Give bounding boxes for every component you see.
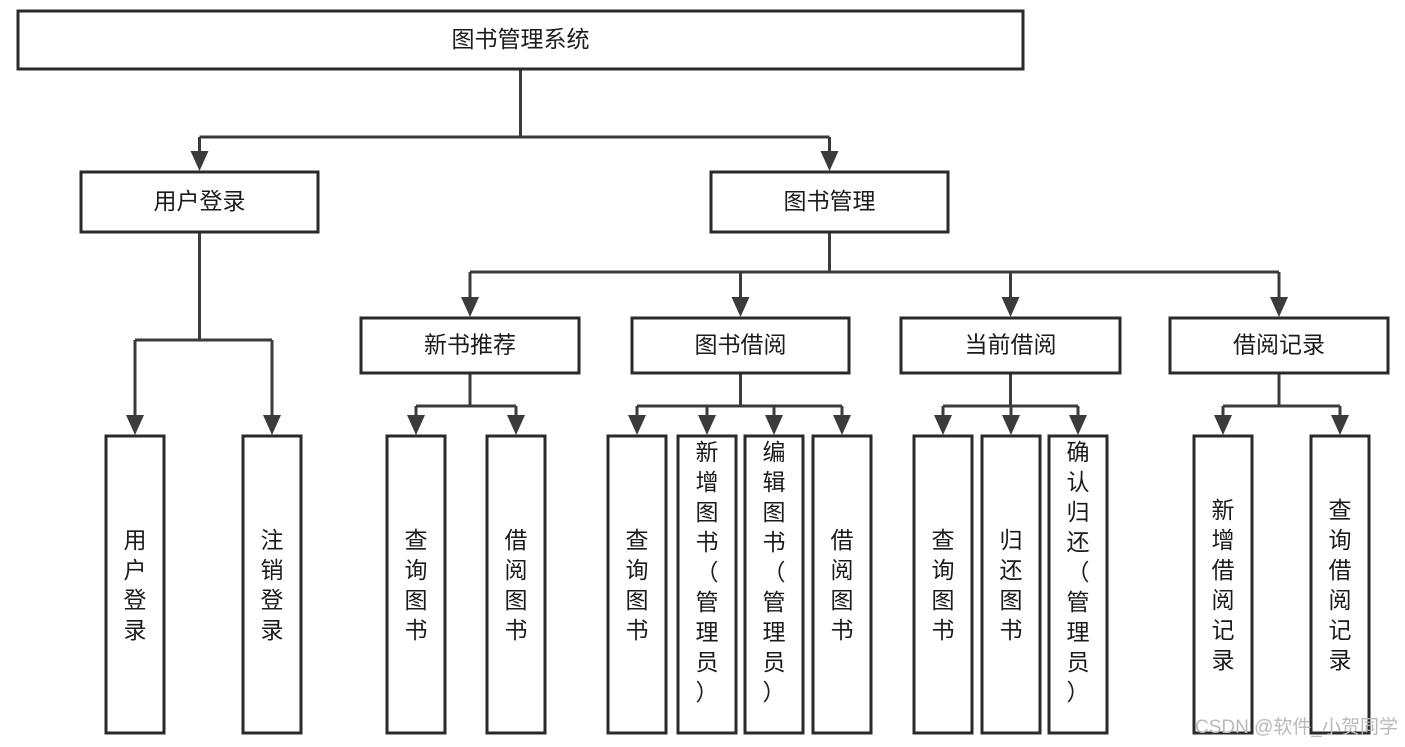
node-label-leaf-query-book-current: 查询图书 xyxy=(932,527,955,643)
node-box-new-book-recommend xyxy=(359,316,581,375)
node-box-leaf-borrow-book xyxy=(811,434,873,735)
node-leaf-query-borrow-record[interactable]: 查询借阅记录 xyxy=(1309,434,1371,735)
connectors-layer xyxy=(126,69,1349,435)
node-leaf-add-borrow-record[interactable]: 新增借阅记录 xyxy=(1192,434,1254,735)
node-book-manage[interactable]: 图书管理 xyxy=(709,170,950,234)
node-box-leaf-user-login xyxy=(104,434,166,735)
book-borrow-arrow-2 xyxy=(765,415,783,435)
node-box-leaf-query-book-recommend xyxy=(385,434,447,735)
node-leaf-query-book-current[interactable]: 查询图书 xyxy=(912,434,974,735)
node-leaf-borrow-book[interactable]: 借阅图书 xyxy=(811,434,873,735)
node-label-leaf-edit-book-admin: 编辑图书（管理员） xyxy=(763,439,786,705)
node-label-leaf-return-book: 归还图书 xyxy=(1000,527,1023,643)
node-box-book-borrow xyxy=(630,316,851,375)
node-leaf-add-book-admin[interactable]: 新增图书（管理员） xyxy=(676,434,738,735)
node-box-leaf-user-logout xyxy=(241,434,303,735)
node-label-new-book-recommend: 新书推荐 xyxy=(424,332,516,358)
node-box-leaf-query-book-borrow xyxy=(606,434,668,735)
node-label-leaf-query-book-recommend: 查询图书 xyxy=(405,527,428,643)
node-label-leaf-add-borrow-record: 新增借阅记录 xyxy=(1212,497,1235,673)
book-borrow-arrow-3 xyxy=(833,415,851,435)
node-leaf-edit-book-admin[interactable]: 编辑图书（管理员） xyxy=(743,434,805,735)
node-label-leaf-borrow-book-recommend: 借阅图书 xyxy=(505,527,528,643)
book-manage-arrow-0 xyxy=(461,297,479,317)
node-label-current-borrow: 当前借阅 xyxy=(965,332,1057,358)
node-box-user-login xyxy=(79,170,320,234)
book-manage-arrow-3 xyxy=(1270,297,1288,317)
node-borrow-record[interactable]: 借阅记录 xyxy=(1168,316,1390,375)
node-label-book-manage: 图书管理 xyxy=(784,188,876,214)
node-box-leaf-borrow-book-recommend xyxy=(485,434,547,735)
node-user-login[interactable]: 用户登录 xyxy=(79,170,320,234)
nodes-layer: 图书管理系统用户登录图书管理新书推荐图书借阅当前借阅借阅记录用户登录注销登录查询… xyxy=(16,9,1390,735)
book-borrow-arrow-0 xyxy=(628,415,646,435)
new-book-recommend-arrow-1 xyxy=(507,415,525,435)
book-manage-arrow-2 xyxy=(1001,297,1020,317)
node-box-leaf-return-book xyxy=(980,434,1042,735)
node-leaf-user-login[interactable]: 用户登录 xyxy=(104,434,166,735)
node-label-leaf-query-borrow-record: 查询借阅记录 xyxy=(1329,497,1352,673)
node-box-leaf-add-book-admin xyxy=(676,434,738,735)
node-box-leaf-query-book-current xyxy=(912,434,974,735)
node-box-leaf-edit-book-admin xyxy=(743,434,805,735)
node-box-root xyxy=(16,9,1025,71)
book-borrow-arrow-1 xyxy=(698,415,716,435)
node-box-borrow-record xyxy=(1168,316,1390,375)
node-leaf-return-book[interactable]: 归还图书 xyxy=(980,434,1042,735)
node-box-leaf-query-borrow-record xyxy=(1309,434,1371,735)
current-borrow-arrow-1 xyxy=(1002,415,1020,435)
node-new-book-recommend[interactable]: 新书推荐 xyxy=(359,316,581,375)
borrow-record-arrow-1 xyxy=(1331,415,1349,435)
node-book-borrow[interactable]: 图书借阅 xyxy=(630,316,851,375)
root-arrow-0 xyxy=(190,151,209,171)
node-current-borrow[interactable]: 当前借阅 xyxy=(899,316,1122,375)
borrow-record-arrow-0 xyxy=(1214,415,1232,435)
node-box-book-manage xyxy=(709,170,950,234)
new-book-recommend-arrow-0 xyxy=(407,415,425,435)
node-box-leaf-confirm-return-admin xyxy=(1047,434,1109,735)
node-label-book-borrow: 图书借阅 xyxy=(695,332,787,358)
node-leaf-borrow-book-recommend[interactable]: 借阅图书 xyxy=(485,434,547,735)
node-root[interactable]: 图书管理系统 xyxy=(16,9,1025,71)
node-leaf-query-book-borrow[interactable]: 查询图书 xyxy=(606,434,668,735)
node-label-leaf-add-book-admin: 新增图书（管理员） xyxy=(696,439,719,705)
node-leaf-confirm-return-admin[interactable]: 确认归还（管理员） xyxy=(1047,434,1109,735)
node-label-leaf-user-logout: 注销登录 xyxy=(261,527,284,643)
node-label-root: 图书管理系统 xyxy=(452,26,590,52)
node-leaf-query-book-recommend[interactable]: 查询图书 xyxy=(385,434,447,735)
node-label-leaf-confirm-return-admin: 确认归还（管理员） xyxy=(1067,439,1090,705)
user-login-arrow-0 xyxy=(126,415,144,435)
node-label-leaf-query-book-borrow: 查询图书 xyxy=(626,527,649,643)
node-label-borrow-record: 借阅记录 xyxy=(1233,332,1325,358)
node-box-current-borrow xyxy=(899,316,1122,375)
current-borrow-arrow-2 xyxy=(1069,415,1087,435)
node-label-user-login: 用户登录 xyxy=(154,188,246,214)
book-manage-arrow-1 xyxy=(731,297,750,317)
root-arrow-1 xyxy=(820,151,839,171)
current-borrow-arrow-0 xyxy=(934,415,952,435)
node-label-leaf-borrow-book: 借阅图书 xyxy=(831,527,854,643)
node-leaf-user-logout[interactable]: 注销登录 xyxy=(241,434,303,735)
user-login-arrow-1 xyxy=(263,415,281,435)
node-label-leaf-user-login: 用户登录 xyxy=(124,527,147,643)
csdn-watermark: CSDN @软件_小贺同学 xyxy=(1195,716,1398,738)
node-box-leaf-add-borrow-record xyxy=(1192,434,1254,735)
